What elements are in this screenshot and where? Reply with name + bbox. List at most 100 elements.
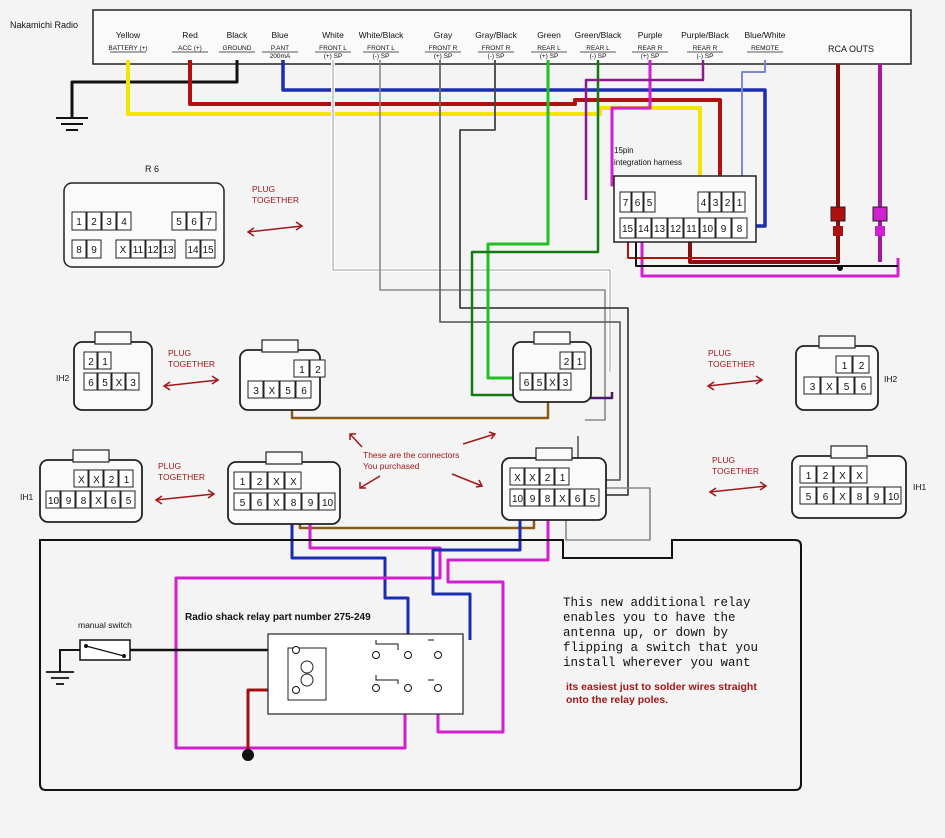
purple-black-wire <box>584 60 705 200</box>
rca-plugs <box>830 206 888 236</box>
harness-pin <box>667 217 684 239</box>
pin-label: 2 <box>315 365 321 376</box>
harness-pin-label: 9 <box>721 224 727 235</box>
double-arrow-icon <box>246 221 304 237</box>
rca-outs-label: RCA OUTS <box>828 44 874 54</box>
harness-pin-label: 6 <box>635 198 641 209</box>
pin-label: X <box>839 471 846 482</box>
wire-function-label: (-) SP <box>373 53 390 60</box>
r6-pin <box>86 211 102 231</box>
wire-color-name: Blue <box>271 30 288 40</box>
harness-pin-label: 4 <box>701 198 707 209</box>
wire-function-label: ACC (+) <box>178 45 202 52</box>
blue-white-wire <box>741 60 766 198</box>
wire-color-name: Green <box>537 30 561 40</box>
r6-pin <box>71 211 87 231</box>
wire-function-label: (+) SP <box>324 53 343 60</box>
rca-red-wire <box>688 64 840 264</box>
pin-label: X <box>856 471 863 482</box>
harness-pin-label: 3 <box>713 198 719 209</box>
brown-link-ih2 <box>290 400 550 420</box>
harness-pin <box>715 217 732 239</box>
pin-label: 1 <box>102 357 108 368</box>
r6-pin-label: 9 <box>91 245 97 256</box>
r6-pin-label: 2 <box>91 217 97 228</box>
pin-label: 1 <box>806 471 812 482</box>
r6-pin-label: 6 <box>191 217 197 228</box>
wire-color-name: Black <box>227 30 249 40</box>
pin-label: 2 <box>257 477 263 488</box>
harness-pin <box>721 191 734 213</box>
pin-label: X <box>95 496 102 507</box>
r6-pin-label: 15 <box>202 245 214 256</box>
ih1-left-label: IH1 <box>20 492 34 502</box>
ih2-right-label: IH2 <box>884 374 898 384</box>
pin-label: X <box>290 477 297 488</box>
r6-pin-label: 4 <box>121 217 127 228</box>
r6-pin <box>186 211 202 231</box>
wire-function-label: P.ANT <box>271 45 289 52</box>
harness-pin-label: 11 <box>686 224 697 235</box>
wire-color-name: Purple/Black <box>681 30 729 40</box>
r6-pin <box>71 239 87 259</box>
harness-pin <box>619 191 632 213</box>
plug-label: PLUG <box>252 184 275 194</box>
harness-pin-label: 12 <box>670 224 682 235</box>
manual-switch[interactable] <box>79 639 131 661</box>
harness-pin-label: 5 <box>647 198 653 209</box>
blue-wire <box>281 60 767 228</box>
pin-label: 9 <box>308 498 314 509</box>
wire-color-name: White <box>322 30 344 40</box>
r6-pin <box>86 239 102 259</box>
r6-pin <box>101 211 117 231</box>
pin-label: 5 <box>102 378 108 389</box>
pin-label: X <box>529 473 536 484</box>
pin-label: X <box>273 477 280 488</box>
wire-function-label: (-) SP <box>697 53 714 60</box>
harness-pin-label: 7 <box>623 198 629 209</box>
harness-pin <box>643 191 656 213</box>
harness-pin <box>651 217 668 239</box>
pin-label: 10 <box>888 492 900 503</box>
wire-function-label: GROUND <box>223 45 252 52</box>
harness-pin-label: 13 <box>654 224 666 235</box>
harness-pin-label: 8 <box>737 224 743 235</box>
pin-label: 6 <box>861 382 867 393</box>
relay-note-line: flipping a switch that you <box>563 641 758 655</box>
r6-pin-label: 11 <box>133 245 144 256</box>
wire-color-name: Blue/White <box>744 30 785 40</box>
harness-pin <box>619 217 636 239</box>
plug-label: PLUG <box>712 455 735 465</box>
pin-label: 1 <box>124 475 130 486</box>
relay-magenta-wire-left <box>174 514 442 750</box>
pin-label: X <box>78 475 85 486</box>
pin-label: 1 <box>240 477 246 488</box>
pin-label: 5 <box>537 378 543 389</box>
pin-label: 3 <box>253 386 259 397</box>
relay-note-line: enables you to have the <box>563 611 736 625</box>
pin-label: 9 <box>66 496 72 507</box>
pin-label: 3 <box>563 378 569 389</box>
wire-color-name: Yellow <box>116 30 141 40</box>
harness-pin-label: 2 <box>725 198 731 209</box>
pin-label: 2 <box>545 473 551 484</box>
r6-pin-label: 5 <box>176 217 182 228</box>
radio-header-box <box>92 9 912 65</box>
harness-pin <box>697 191 710 213</box>
wire-function-label: FRONT R <box>429 45 458 52</box>
harness-pin-label: 14 <box>638 224 650 235</box>
pin-label: 8 <box>291 498 297 509</box>
pin-label: 9 <box>874 492 880 503</box>
ground-wire <box>70 60 239 118</box>
plug-label: TOGETHER <box>168 359 215 369</box>
svg-text:R 6: R 6 <box>145 164 159 174</box>
harness-pin <box>683 217 700 239</box>
switch-ground-icon <box>46 671 74 685</box>
pin-label: 1 <box>299 365 305 376</box>
